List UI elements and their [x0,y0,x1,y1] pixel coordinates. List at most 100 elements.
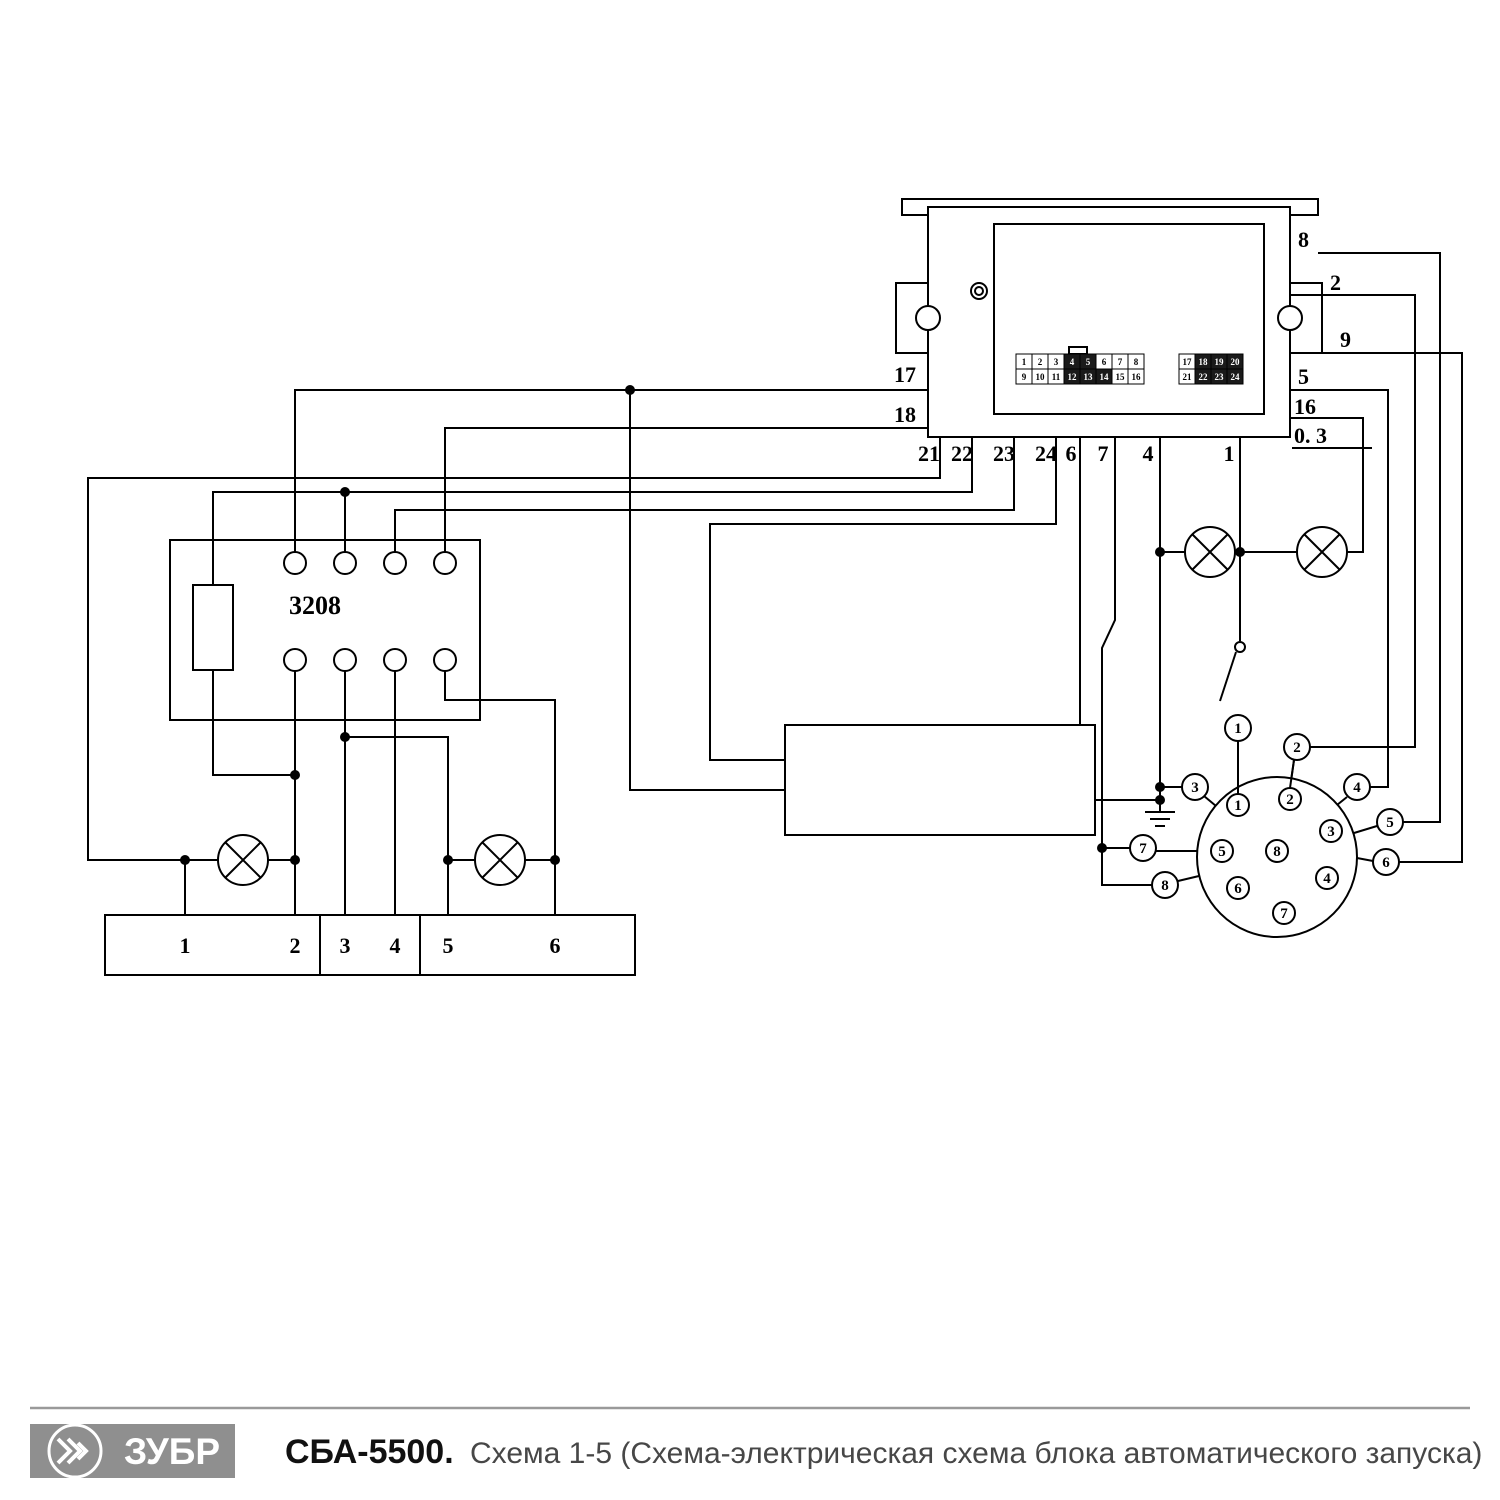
wire-18 [444,427,928,552]
relay-label: 3208 [289,591,341,620]
relay-3208: 3208 [169,539,481,721]
left-bracket-hole [915,305,941,331]
relay-pin-t4 [433,551,457,575]
wire-number-labels: 17 18 21 22 23 24 6 7 4 1 8 2 9 5 16 0. … [894,227,1351,466]
ground-icon [1145,800,1175,827]
terminal8-stub [1177,875,1200,882]
scheme-title: Схема 1-5 (Схема-электрическая схема бло… [470,1437,1482,1470]
pin-6-label: 6 [1234,881,1242,897]
pin-1-label: 1 [1234,798,1242,814]
outer-terminal-6 [1372,848,1400,876]
outer-terminal-2 [1283,733,1311,761]
wire-label-18: 18 [894,402,916,427]
wire-23 [394,437,1015,552]
wire-8 [1318,252,1441,823]
indicator-lamp-2 [474,834,526,886]
pin-8 [1265,839,1289,863]
pin-1 [1226,793,1250,817]
connector-cell-label-5: 5 [1086,357,1091,367]
terminal-label-2: 2 [290,933,301,958]
terminal-strip-body [104,914,636,976]
pin-2 [1278,787,1302,811]
connector-cell-label-20: 20 [1231,357,1241,367]
indicator-lamp-1 [217,834,269,886]
wire-17-branch [629,390,785,791]
relay-pin-b3 [383,648,407,672]
pin2-entry-wire [1289,759,1295,789]
wire-label-4: 4 [1143,441,1154,466]
connector-cell-16 [1127,368,1145,385]
outer-terminal-5 [1376,808,1404,836]
control-unit-body [927,206,1291,438]
footer: ЗУБР СБА-5500. Схема 1-5 (Схема-электрич… [30,1406,1482,1479]
wire-2 [1290,294,1416,748]
indicator-lamp-3 [1184,526,1236,578]
logo-plate [30,1424,235,1478]
relay-b4-wire [444,671,556,915]
wire-21 [87,437,941,861]
relay-pin-b4 [433,648,457,672]
right-bracket-hole [1277,305,1303,331]
outer-terminal-1-label: 1 [1234,721,1242,737]
connector-cell-label-18: 18 [1199,357,1209,367]
screw-icon-inner [974,286,984,296]
wire-label-7: 7 [1098,441,1109,466]
wire-label-24: 24 [1035,441,1057,466]
lamp-cross-icon [224,841,262,879]
connector-cell-24 [1226,368,1244,385]
connector-cell-label-6: 6 [1102,357,1107,367]
connector-cell-label-23: 23 [1215,372,1225,382]
connector-cell-label-19: 19 [1215,357,1225,367]
terminal-label-1: 1 [180,933,191,958]
relay-pin-t2 [333,551,357,575]
indicator-lamps [217,526,1348,886]
pin-8-label: 8 [1273,844,1281,860]
wire-label-17: 17 [894,362,916,387]
connector-a-tab [1068,346,1088,355]
connector-cell-label-22: 22 [1199,372,1209,382]
pin-7-label: 7 [1280,906,1288,922]
wire-label-21: 21 [918,441,940,466]
pin-5-label: 5 [1218,844,1226,860]
wires [87,252,1463,915]
outer-terminal-8 [1151,871,1179,899]
pin-3-label: 3 [1327,824,1335,840]
outer-terminal-7 [1129,834,1157,862]
screw-icon [970,282,988,300]
lamp-cross-icon [1191,533,1229,571]
interface-box [784,724,1096,836]
relay-coil [192,584,234,671]
wire-label-9: 9 [1340,327,1351,352]
switch-blade [1219,651,1237,702]
outer-terminal-5-label: 5 [1386,815,1394,831]
outer-terminal-6-label: 6 [1382,855,1390,871]
switch-contact [1234,641,1246,653]
connector-cell-label-17: 17 [1183,357,1193,367]
relay-pin-t3 [383,551,407,575]
wire-9 [1322,352,1463,863]
logo-chevrons-icon [56,1437,89,1465]
connector-cell-label-16: 16 [1132,372,1142,382]
connector-cell-label-21: 21 [1183,372,1193,382]
wire-label-5: 5 [1298,364,1309,389]
pin-3 [1319,819,1343,843]
relay-pin-b2 [333,648,357,672]
terminal-label-4: 4 [390,933,401,958]
wire-label-6: 6 [1066,441,1077,466]
terminal6-stub [1356,857,1374,862]
terminal-strip-dividers [319,915,421,975]
terminal-label-5: 5 [443,933,454,958]
connector-cell-label-1: 1 [1022,357,1027,367]
terminal-label-3: 3 [340,933,351,958]
control-unit-inner-panel [993,223,1265,415]
pin-2-label: 2 [1286,792,1294,808]
connector-cell-label-10: 10 [1036,372,1046,382]
wire-5 [1290,389,1389,788]
wire-24 [709,437,1057,761]
pin-5 [1210,839,1234,863]
lamp-cross-icon [481,841,519,879]
connector-cell-label-3: 3 [1054,357,1059,367]
brand-name: ЗУБР [124,1431,220,1472]
